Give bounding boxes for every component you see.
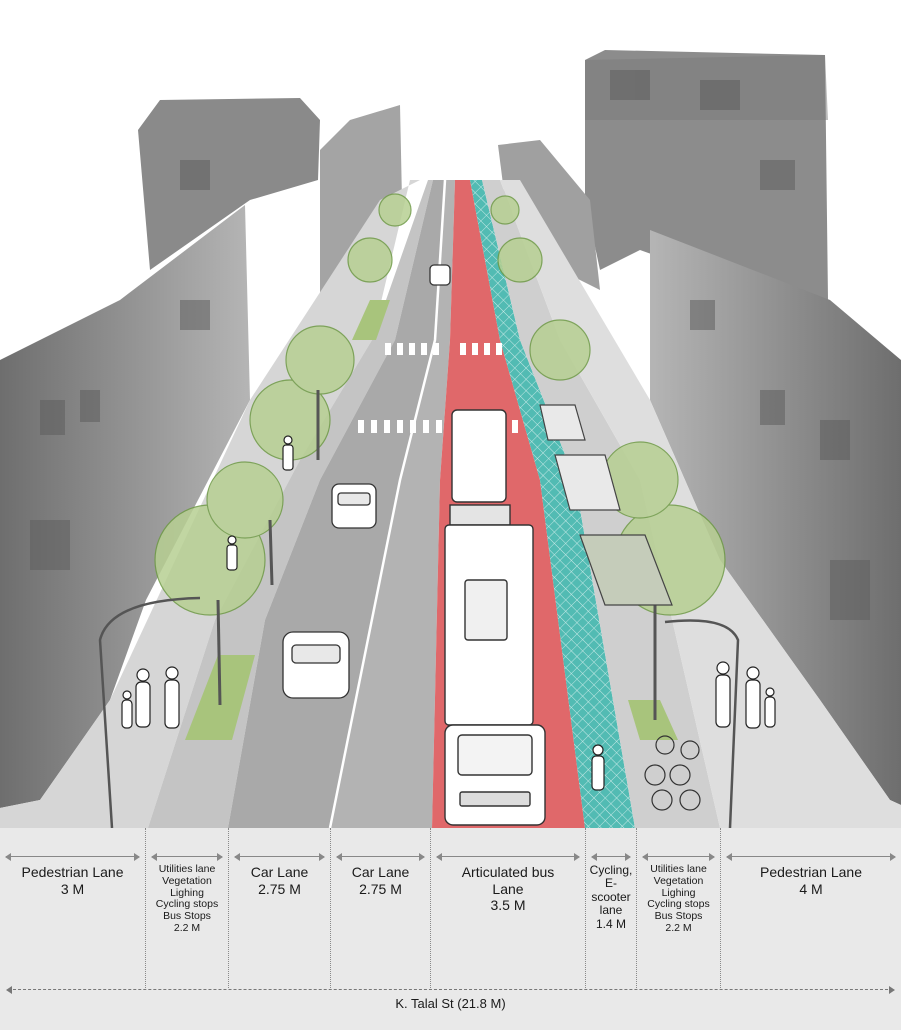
lane-label-line: Lighing: [170, 886, 204, 899]
lane-label-line: Car Lane: [351, 864, 410, 880]
street-section-illustration: [0, 50, 901, 829]
window-marks: [30, 70, 870, 620]
lane-label-line: Cycling,: [589, 863, 633, 877]
lane-label-line: lane: [599, 903, 623, 918]
cars: [282, 264, 451, 699]
pedestrian-lane-right: [500, 180, 901, 828]
articulated-bus: [444, 409, 546, 826]
crosswalks: [358, 343, 518, 433]
planter-right: [628, 700, 678, 740]
lane-label-line: 2.75 M: [258, 880, 301, 897]
lane-label-line: 1.4 M: [595, 916, 626, 931]
trees: [154, 193, 726, 616]
lane-label-line: Pedestrian Lane: [760, 864, 862, 880]
right-buildings: [650, 230, 901, 805]
lane-label-line: Vegetation: [162, 874, 212, 887]
lane-label-line: 4 M: [799, 880, 823, 897]
lane-label-line: Pedestrian Lane: [21, 864, 124, 880]
street-lights: [98, 596, 740, 829]
lane-label-line: 2.2 M: [173, 921, 201, 934]
lane-label-line: Cycling stops: [155, 898, 219, 911]
lane-label-line: 2.75 M: [359, 880, 402, 897]
lane-label-line: Bus Stops: [654, 910, 703, 922]
car-lane-2: [330, 180, 455, 828]
planter-left-far: [352, 300, 390, 340]
cycling-lane: [470, 180, 635, 828]
bus-stop-shelters: [539, 404, 673, 606]
lane-label-line: Cycling stops: [647, 898, 710, 911]
lane-label-line: 3.5 M: [490, 897, 526, 914]
lane-label-line: Vegetation: [653, 874, 704, 887]
lane-label-line: Utilities lane: [650, 863, 707, 875]
lane-label-line: Articulated bus: [461, 864, 555, 880]
lane-label-line: Bus Stops: [163, 910, 211, 922]
bike-rack: [644, 735, 701, 811]
total-width-dimension-line: [6, 986, 895, 994]
street-total-width-label: K. Talal St (21.8 M): [395, 996, 506, 1011]
lane-label-line: Lighing: [661, 886, 696, 899]
tree-trunks: [216, 390, 657, 720]
lane-label-line: E-scooter: [591, 876, 631, 904]
left-buildings: [0, 205, 250, 808]
lane-label-line: Lane: [492, 880, 524, 897]
lane-label-line: Utilities lane: [158, 863, 216, 875]
lane-label-line: 2.2 M: [665, 921, 692, 934]
lane-label-line: Car Lane: [250, 864, 309, 880]
lane-label-line: 3 M: [60, 880, 85, 897]
pedestrians: [121, 435, 776, 791]
